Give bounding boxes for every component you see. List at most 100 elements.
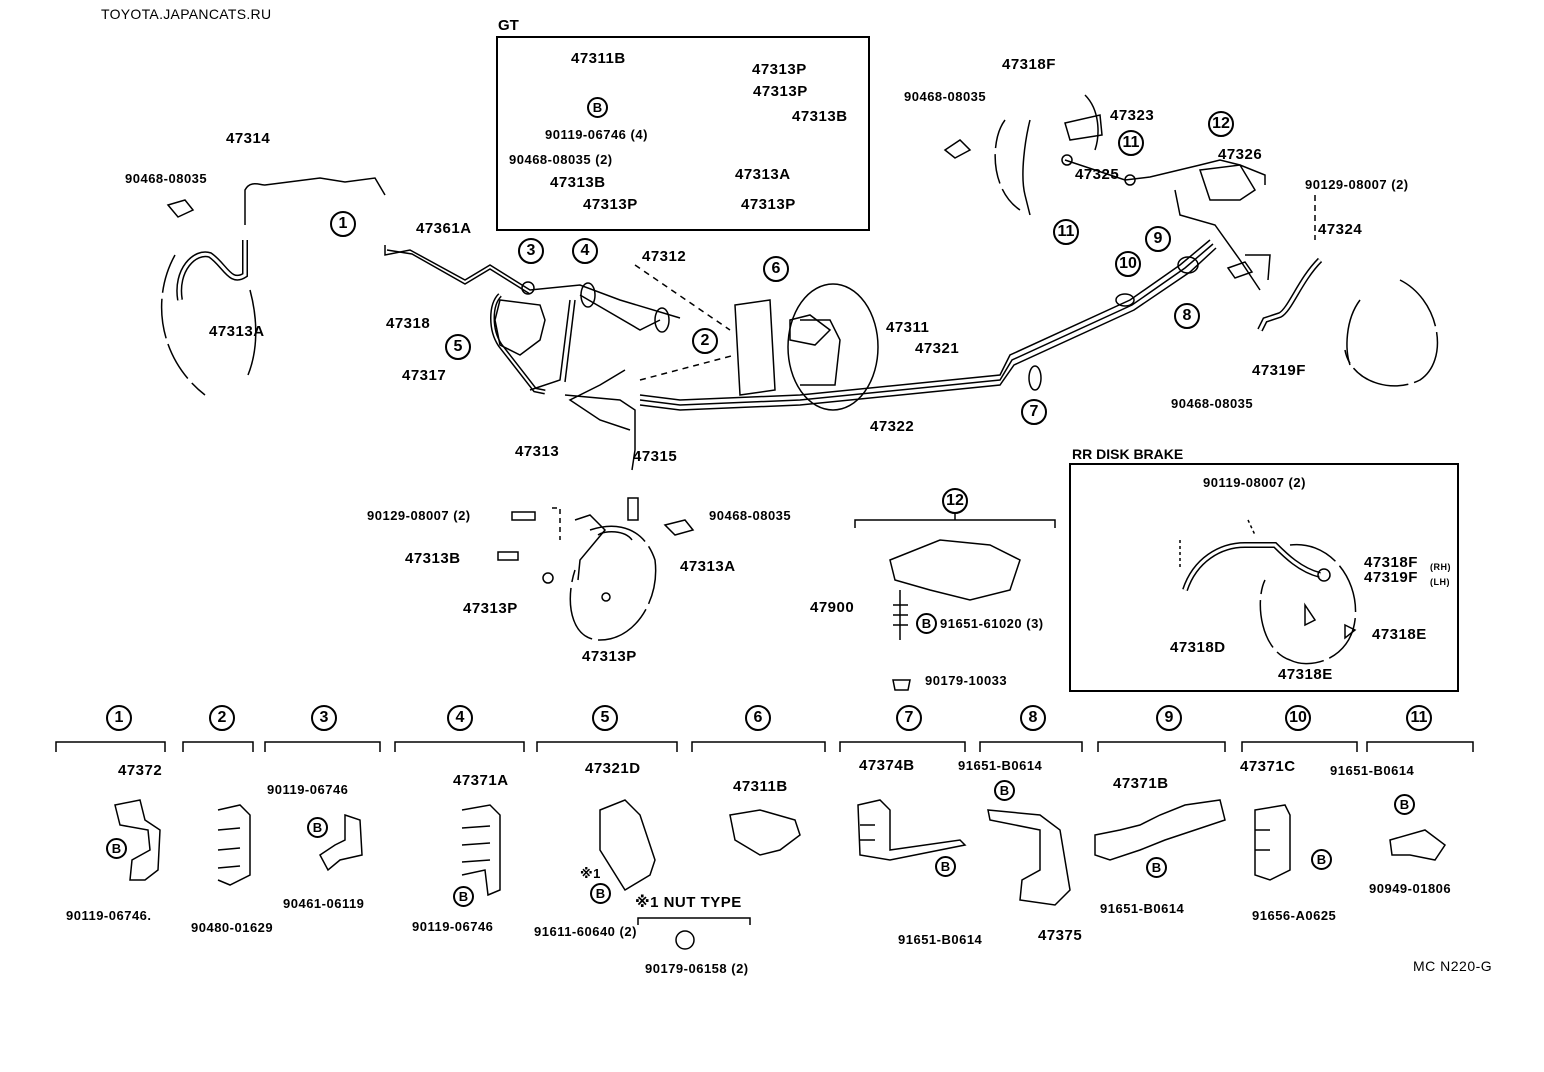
rear-right-brake xyxy=(994,94,1439,387)
part-label: 90468-08035 xyxy=(1171,396,1254,411)
part-label: 91651-B0614 xyxy=(898,932,983,947)
part-label: 47321 xyxy=(915,340,960,357)
callout-7: 7 xyxy=(1021,399,1047,425)
part-label: 91651-B0614 xyxy=(958,758,1043,773)
clamp-group-brackets xyxy=(55,741,1474,925)
clamp-glyphs xyxy=(114,799,1447,950)
booster-assembly xyxy=(634,264,879,411)
part-label: 47315 xyxy=(633,448,678,465)
part-label: 47322 xyxy=(870,418,915,435)
clamp-ref-10: 10 xyxy=(1285,705,1311,731)
clamp-ref-8: 8 xyxy=(1020,705,1046,731)
callout-6: 6 xyxy=(763,256,789,282)
clamp-ref-5: 5 xyxy=(592,705,618,731)
bolt-symbol: B xyxy=(307,817,328,838)
part-label: 47313P xyxy=(463,600,518,617)
part-label: 47323 xyxy=(1110,107,1155,124)
lsp-valve xyxy=(854,512,1056,691)
diagram-code: MC N220-G xyxy=(1413,958,1493,974)
part-label: 47900 xyxy=(810,599,855,616)
callout-11: 11 xyxy=(1053,219,1079,245)
part-label: 47374B xyxy=(859,757,915,774)
part-label: 90480-01629 xyxy=(191,920,274,935)
part-label: 90468-08035 xyxy=(125,171,208,186)
clamp-ref-6: 6 xyxy=(745,705,771,731)
part-label: 47313P xyxy=(583,196,638,213)
part-label: 47313B xyxy=(405,550,461,567)
part-label: 47318E xyxy=(1372,626,1427,643)
brake-lines-center xyxy=(384,239,1217,471)
callout-3: 3 xyxy=(518,238,544,264)
callout-12: 12 xyxy=(1208,111,1234,137)
part-label: 47318 xyxy=(386,315,431,332)
front-right-brake xyxy=(497,497,657,641)
part-label: 47324 xyxy=(1318,221,1363,238)
part-label: 47311B xyxy=(571,50,626,67)
part-label: 47319F xyxy=(1252,362,1306,379)
callout-8: 8 xyxy=(1174,303,1200,329)
rr-disk-artwork xyxy=(1179,519,1357,665)
part-label: 47313P xyxy=(741,196,796,213)
callout-11: 11 xyxy=(1118,130,1144,156)
part-label: 90179-10033 xyxy=(925,673,1008,688)
bolt-symbol: B xyxy=(590,883,611,904)
part-label: 90949-01806 xyxy=(1369,881,1452,896)
part-label: 47326 xyxy=(1218,146,1263,163)
gt-inset-frame xyxy=(496,36,870,231)
part-label: 47317 xyxy=(402,367,447,384)
rr-disk-inset-title: RR DISK BRAKE xyxy=(1072,446,1184,462)
bolt-symbol: B xyxy=(994,780,1015,801)
clamp-ref-2: 2 xyxy=(209,705,235,731)
bolt-symbol: B xyxy=(1311,849,1332,870)
part-label: 90119-06746. xyxy=(66,908,152,923)
proportioning-valve xyxy=(494,299,546,356)
bolt-symbol: B xyxy=(453,886,474,907)
part-label: 47312 xyxy=(642,248,687,265)
part-label: 47313P xyxy=(582,648,637,665)
part-label-suffix: (LH) xyxy=(1430,577,1450,587)
part-label: 47311B xyxy=(733,778,788,795)
part-label: 47313P xyxy=(752,61,807,78)
bolt-symbol: B xyxy=(1394,794,1415,815)
part-label: 90468-08035 xyxy=(709,508,792,523)
part-label: 47372 xyxy=(118,762,163,779)
part-label: 91651-B0614 xyxy=(1100,901,1185,916)
callout-5: 5 xyxy=(445,334,471,360)
part-label: 90129-08007 (2) xyxy=(367,508,471,523)
part-label: 47361A xyxy=(416,220,472,237)
part-label: 47371C xyxy=(1240,758,1296,775)
part-label: 47319F xyxy=(1364,569,1418,586)
part-label: 47311 xyxy=(886,319,930,336)
clamp-ref-9: 9 xyxy=(1156,705,1182,731)
part-label: 90119-06746 xyxy=(267,782,349,797)
clamp-ref-7: 7 xyxy=(896,705,922,731)
bolt-symbol: B xyxy=(587,97,608,118)
clamp-ref-1: 1 xyxy=(106,705,132,731)
part-label: 47313B xyxy=(550,174,606,191)
part-label-suffix: (RH) xyxy=(1430,562,1451,572)
nut-type-title: ※1 NUT TYPE xyxy=(635,894,742,911)
callout-2: 2 xyxy=(692,328,718,354)
clip-glyphs xyxy=(166,139,1254,536)
part-label: 47371A xyxy=(453,772,509,789)
part-label: 47313 xyxy=(515,443,560,460)
gt-inset-title: GT xyxy=(498,17,519,34)
note-marker: ※1 xyxy=(580,866,601,881)
part-label: 90119-06746 xyxy=(412,919,494,934)
part-label: 91656-A0625 xyxy=(1252,908,1337,923)
part-label: 90119-06746 (4) xyxy=(545,127,648,142)
rr-disk-inset-frame xyxy=(1069,463,1459,692)
clamp-ref-4: 4 xyxy=(447,705,473,731)
part-label: 47318F xyxy=(1364,554,1418,571)
part-label: 90468-08035 (2) xyxy=(509,152,613,167)
watermark-text: TOYOTA.JAPANCATS.RU xyxy=(101,6,272,22)
bolt-symbol: B xyxy=(1146,857,1167,878)
part-label: 91651-61020 (3) xyxy=(940,616,1044,631)
callout-10: 10 xyxy=(1115,251,1141,277)
clamp-ref-11: 11 xyxy=(1406,705,1432,731)
bolt-symbol: B xyxy=(935,856,956,877)
bolt-symbol: B xyxy=(916,613,937,634)
callout-9: 9 xyxy=(1145,226,1171,252)
part-label: 47313A xyxy=(680,558,736,575)
